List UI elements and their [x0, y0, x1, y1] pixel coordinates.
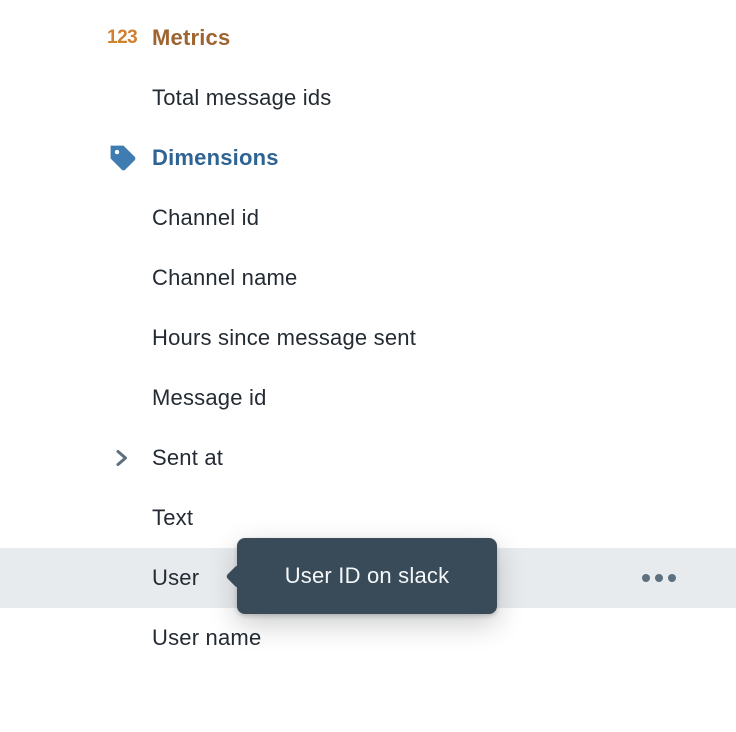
field-item-label: User name — [152, 625, 262, 650]
field-item-label: Channel id — [152, 205, 260, 230]
field-item-user-name[interactable]: User name — [0, 608, 736, 668]
field-item-label: User — [152, 565, 200, 590]
dimensions-section-label: Dimensions — [152, 145, 279, 170]
numerical-123-icon: 123 — [107, 27, 138, 48]
field-item-label: Total message ids — [152, 85, 332, 110]
metrics-section-label: Metrics — [152, 25, 231, 50]
field-item-total-message-ids[interactable]: Total message ids — [0, 68, 736, 128]
field-item-hours-since-message-sent[interactable]: Hours since message sent — [0, 308, 736, 368]
tooltip-text: User ID on slack — [284, 563, 450, 588]
field-item-text[interactable]: Text — [0, 488, 736, 548]
dot-icon — [642, 574, 650, 582]
metrics-section-header[interactable]: 123 Metrics — [0, 8, 736, 68]
more-options-button[interactable] — [640, 568, 678, 588]
tooltip-arrow — [225, 563, 250, 589]
field-item-sent-at[interactable]: Sent at — [0, 428, 736, 488]
chevron-right-icon[interactable] — [110, 447, 150, 469]
fields-tree-panel: 123 Metrics Total message ids Dimensions… — [0, 8, 736, 668]
field-item-channel-id[interactable]: Channel id — [0, 188, 736, 248]
field-item-label: Text — [152, 505, 194, 530]
field-item-user[interactable]: User User ID on slack — [0, 538, 736, 614]
field-item-label: Sent at — [152, 445, 224, 470]
field-item-label: Hours since message sent — [152, 325, 417, 350]
field-item-label: Message id — [152, 385, 267, 410]
tag-icon — [108, 143, 148, 174]
dot-icon — [655, 574, 663, 582]
dimensions-section-header[interactable]: Dimensions — [0, 128, 736, 188]
tooltip: User ID on slack — [225, 538, 497, 614]
dot-icon — [668, 574, 676, 582]
field-item-message-id[interactable]: Message id — [0, 368, 736, 428]
field-item-label: Channel name — [152, 265, 298, 290]
field-item-channel-name[interactable]: Channel name — [0, 248, 736, 308]
